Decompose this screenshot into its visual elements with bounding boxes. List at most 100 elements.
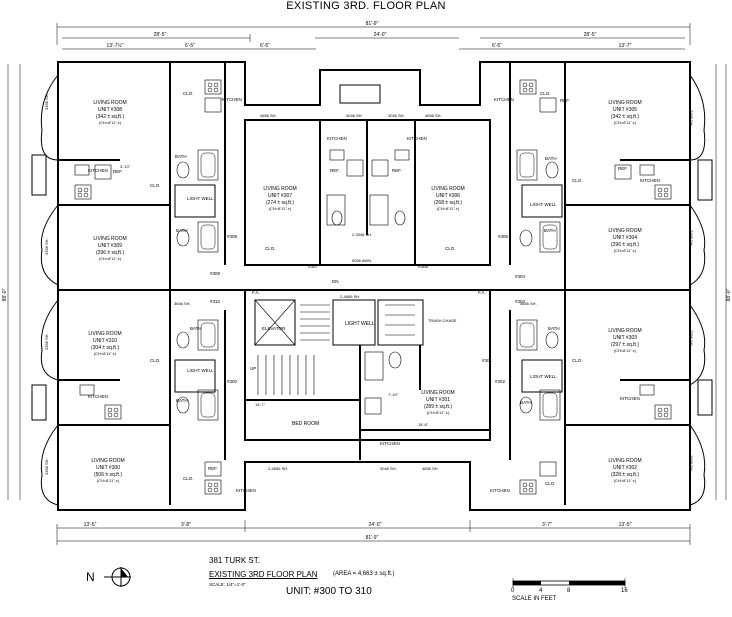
svg-text:4656 SH.: 4656 SH. — [260, 113, 277, 118]
svg-text:UNIT #300: UNIT #300 — [96, 465, 120, 471]
dim-left-b-1: 6'-5" — [185, 43, 195, 49]
closet-label: CLO. — [540, 91, 551, 96]
closet-label: CLO. — [445, 246, 456, 251]
svg-text:(CH=8'11".±): (CH=8'11".±) — [97, 478, 120, 483]
svg-text:#301: #301 — [482, 358, 493, 363]
svg-text:(296 ± sq.ft.): (296 ± sq.ft.) — [96, 250, 124, 256]
bath-label: BATH — [176, 398, 188, 403]
ref-label: REF. — [392, 168, 402, 173]
bed-room-label: BED ROOM — [292, 421, 319, 427]
svg-text:UNIT #309: UNIT #309 — [98, 243, 122, 249]
svg-text:#309: #309 — [210, 271, 221, 276]
dim-left-c: 28'-5" — [154, 32, 167, 38]
dim-left-a: 13'-7½" — [107, 42, 124, 49]
window-tags: 4656 SH. 3046 SH. 3046 SH. 4656 SH. 2-33… — [44, 93, 694, 475]
svg-text:UNIT #308: UNIT #308 — [98, 107, 122, 113]
scale-bar — [512, 578, 626, 588]
svg-text:LIVING ROOM: LIVING ROOM — [608, 458, 641, 464]
light-well-label: LIGHT WELL — [187, 196, 214, 201]
svg-text:3358 SH.: 3358 SH. — [689, 110, 694, 127]
svg-text:LIVING ROOM: LIVING ROOM — [93, 236, 126, 242]
svg-text:#303: #303 — [515, 299, 526, 304]
closet-label: CLO. — [265, 246, 276, 251]
kitchen-label: KITCHEN — [407, 136, 427, 141]
svg-text:4656 SH.: 4656 SH. — [425, 113, 442, 118]
svg-text:(274 ± sq.ft.): (274 ± sq.ft.) — [266, 200, 294, 206]
svg-text:3646 SH.: 3646 SH. — [174, 301, 191, 306]
svg-text:7'-10": 7'-10" — [388, 392, 399, 397]
svg-text:UNIT #302: UNIT #302 — [613, 465, 637, 471]
svg-text:3358 SH.: 3358 SH. — [44, 93, 49, 110]
svg-text:LIVING ROOM: LIVING ROOM — [263, 186, 296, 192]
light-well-label: LIGHT WELL — [187, 368, 214, 373]
exterior-walls — [31, 61, 713, 511]
svg-text:3358 SH.: 3358 SH. — [689, 455, 694, 472]
dim-right-c: 28'-5" — [584, 32, 597, 38]
kitchen-label: KITCHEN — [494, 97, 514, 102]
dimension-lines — [7, 23, 727, 545]
dim-left-b-2: 6'-5" — [260, 43, 270, 49]
svg-text:3358 SH.: 3358 SH. — [44, 333, 49, 350]
svg-text:UNIT #306: UNIT #306 — [436, 193, 460, 199]
closet-label: CLO. — [545, 481, 556, 486]
fa-label: F.A. — [252, 290, 260, 295]
dim-mid-top: 24'-0" — [374, 32, 387, 38]
up-label: UP — [250, 366, 256, 371]
closet-label: CLO. — [183, 476, 194, 481]
svg-text:LIVING ROOM: LIVING ROOM — [431, 186, 464, 192]
fa-label: F.A. — [478, 290, 486, 295]
kitchen-label: KITCHEN — [640, 178, 660, 183]
room-labels: CLO. KITCHEN KITCHEN REF. CLO. BATH BATH… — [88, 91, 660, 493]
svg-text:(297 ± sq.ft.): (297 ± sq.ft.) — [611, 342, 639, 348]
svg-text:UNIT #305: UNIT #305 — [613, 107, 637, 113]
bath-label: BATH — [175, 154, 187, 159]
stair-treads — [257, 304, 415, 395]
svg-text:(268 ± sq.ft.): (268 ± sq.ft.) — [434, 200, 462, 206]
svg-text:(342 ± sq.ft.): (342 ± sq.ft.) — [96, 114, 124, 120]
light-well-label: LIGHT WELL — [530, 202, 557, 207]
svg-text:UNIT #301: UNIT #301 — [426, 397, 450, 403]
svg-text:(CH=8'11".±): (CH=8'11".±) — [99, 120, 122, 125]
closet-label: CLO. — [150, 183, 161, 188]
kitchen-label: KITCHEN — [236, 488, 256, 493]
svg-text:3046 SH.: 3046 SH. — [380, 466, 397, 471]
svg-text:LIVING ROOM: LIVING ROOM — [608, 228, 641, 234]
svg-text:#307: #307 — [308, 264, 319, 269]
svg-text:(342 ± sq.ft.): (342 ± sq.ft.) — [611, 114, 639, 120]
svg-text:2-3346 SH.: 2-3346 SH. — [352, 232, 372, 237]
kitchen-label: KITCHEN — [327, 136, 347, 141]
dim-bot-r2: 13'-5" — [619, 522, 632, 528]
bath-label: BATH — [548, 326, 560, 331]
closet-label: CLO. — [183, 91, 194, 96]
fixtures — [74, 79, 672, 495]
svg-text:(289 ± sq.ft.): (289 ± sq.ft.) — [424, 404, 452, 410]
svg-text:#306: #306 — [418, 264, 429, 269]
ref-label: REF. — [113, 169, 123, 174]
bath-label: BATH — [190, 326, 202, 331]
ref-label: REF. — [560, 98, 570, 103]
svg-text:3358 SH.: 3358 SH. — [44, 238, 49, 255]
svg-text:LIVING ROOM: LIVING ROOM — [608, 328, 641, 334]
svg-text:2-4656 SH.: 2-4656 SH. — [340, 294, 360, 299]
svg-text:3358 SH.: 3358 SH. — [689, 230, 694, 247]
svg-text:3358 SH.: 3358 SH. — [689, 330, 694, 347]
door-tags: #307 #306 #308 #305 #309 #304 #310 #303 … — [210, 234, 526, 384]
dimension-texts: 81'-9" 28'-5" 24'-0" 28'-5" 13'-7½" 6'-5… — [2, 21, 732, 541]
bath-label: BATH — [544, 228, 556, 233]
closet-label: CLO. — [572, 358, 583, 363]
svg-text:UNIT #304: UNIT #304 — [613, 235, 637, 241]
svg-text:#308: #308 — [227, 234, 238, 239]
svg-text:#302: #302 — [495, 379, 506, 384]
bath-label: BATH — [545, 156, 557, 161]
dim-bot-l1: 13'-5" — [84, 522, 97, 528]
svg-text:(CH=8'11".±): (CH=8'11".±) — [269, 206, 292, 211]
dim-bot-l2: 3'-8" — [181, 522, 191, 528]
svg-text:(CH=8'11".±): (CH=8'11".±) — [99, 256, 122, 261]
svg-text:LIVING ROOM: LIVING ROOM — [608, 100, 641, 106]
